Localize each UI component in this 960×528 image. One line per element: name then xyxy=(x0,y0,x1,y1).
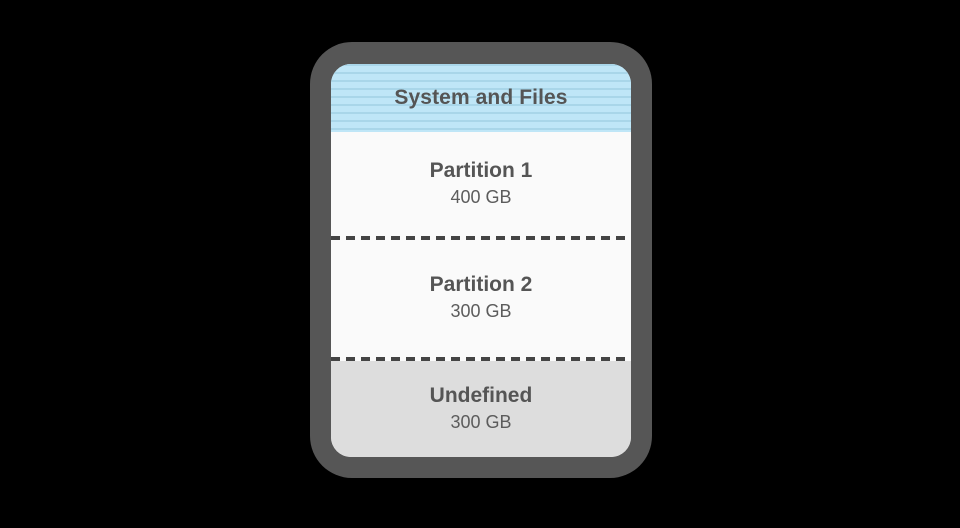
partition-segment-2[interactable]: Partition 2 300 GB xyxy=(331,240,631,357)
undefined-size: 300 GB xyxy=(450,411,512,432)
partition-2-size: 300 GB xyxy=(450,301,512,322)
partition-1-size: 400 GB xyxy=(450,186,512,207)
undefined-name: Undefined xyxy=(429,383,533,407)
partition-2-name: Partition 2 xyxy=(429,273,533,297)
partition-divider-1 xyxy=(331,236,631,240)
partition-segment-undefined[interactable]: Undefined 300 GB xyxy=(331,361,631,457)
partition-segment-1[interactable]: Partition 1 400 GB xyxy=(331,132,631,236)
disk-header-band: System and Files xyxy=(331,64,631,132)
partition-divider-2 xyxy=(331,357,631,361)
disk-header-title: System and Files xyxy=(394,86,568,109)
disk-body: System and Files Partition 1 400 GB Part… xyxy=(331,64,631,457)
partition-1-name: Partition 1 xyxy=(429,158,533,182)
disk-device-frame: System and Files Partition 1 400 GB Part… xyxy=(310,42,652,478)
